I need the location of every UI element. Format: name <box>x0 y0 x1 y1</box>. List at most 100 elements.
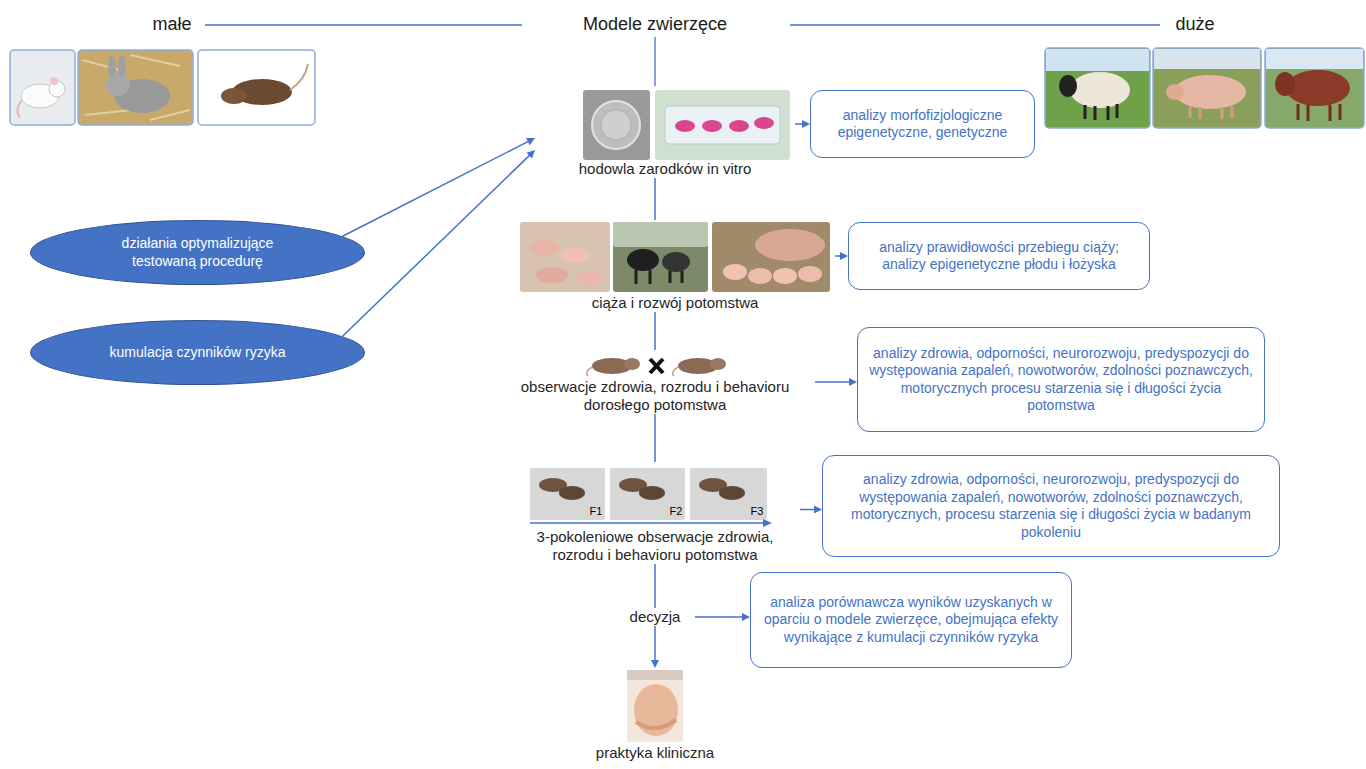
text-label: duże <box>1135 13 1255 35</box>
mouse-photo-part <box>10 50 75 125</box>
sheep-photo-part <box>1045 48 1150 128</box>
cow-photo-part <box>1298 104 1340 121</box>
rabbit-photo-part <box>106 72 130 96</box>
mouse-photo-part <box>50 77 58 85</box>
embryo-dish-photo-part <box>583 90 650 160</box>
analysis-box: analizy zdrowia, odporności, neurorozwoj… <box>857 327 1265 432</box>
mice-cross-part <box>587 367 592 376</box>
pregnancy-photo-part <box>634 684 678 736</box>
pig-photo-part <box>1190 106 1232 119</box>
connector <box>835 252 848 260</box>
connector <box>655 178 656 220</box>
culture-plate-photo-part <box>702 120 722 132</box>
generation-photos-part <box>639 486 665 500</box>
lambs-photo-part <box>613 222 708 292</box>
header-rule-part <box>790 24 1160 25</box>
culture-plate-photo-part <box>655 90 790 160</box>
newborn-photo-part <box>536 267 568 283</box>
arrow-head <box>526 150 535 158</box>
stage-node: obserwacje zdrowia, rozrodu i behavioru … <box>495 350 815 414</box>
cow-photo-part <box>1265 48 1364 128</box>
node-text: kumulacja czynników ryzyka <box>110 344 286 362</box>
analysis-box: analizy morfofizjologiczne epigenetyczne… <box>810 90 1035 158</box>
stage-node: decyzja <box>615 608 695 626</box>
embryo-dish-photo-part <box>601 110 631 140</box>
arrow-head <box>814 506 822 514</box>
stage-caption: decyzja <box>615 608 695 626</box>
lambs-photo-part <box>627 249 659 271</box>
rat-photo-part <box>221 88 247 104</box>
pregnancy-photo-part <box>627 670 683 680</box>
stage-caption: praktyka kliniczna <box>575 744 735 762</box>
pregnancy-photo <box>627 670 683 742</box>
connector <box>343 150 535 336</box>
newborn-photo <box>520 222 610 292</box>
sheep-photo-part <box>1046 49 1149 71</box>
pig-photo-part <box>1153 48 1261 128</box>
text-label: małe <box>112 13 232 35</box>
text-label: F1 <box>536 505 656 518</box>
connector <box>815 378 857 386</box>
pregnancy-photo-part <box>636 720 676 728</box>
connector-line <box>654 178 656 220</box>
sheep-photo-part <box>1059 75 1077 97</box>
generation-arrow-part <box>530 522 764 524</box>
connector-line <box>815 381 850 383</box>
mice-cross-part <box>710 358 726 370</box>
node-text: analizy morfofizjologiczne epigenetyczne… <box>821 107 1024 142</box>
mice-cross-part <box>624 358 640 370</box>
node-text: działania optymalizujące testowaną proce… <box>93 235 303 270</box>
stage-node: 3-pokoleniowe obserwacje zdrowia, rozrod… <box>510 462 800 564</box>
connector-line <box>654 626 656 661</box>
pig-photo-part <box>1174 75 1246 109</box>
cow-photo <box>1265 48 1364 128</box>
connector-line <box>654 312 656 350</box>
rabbit-photo-part <box>82 55 190 120</box>
rat-photo-part <box>290 64 308 90</box>
connector <box>655 312 656 350</box>
rat-photo-part <box>198 50 315 125</box>
lambs-photo-part <box>636 270 682 284</box>
arrow-head <box>651 660 659 668</box>
factor-ellipse: działania optymalizujące testowaną proce… <box>30 220 365 285</box>
newborn-photo-part <box>530 240 560 256</box>
stage-node: hodowla zarodków in vitro <box>535 88 795 178</box>
arrow-head <box>742 613 750 621</box>
lambs-photo <box>613 222 708 292</box>
stage-caption: obserwacje zdrowia, rozrodu i behavioru … <box>495 378 815 414</box>
culture-plate-photo-part <box>675 120 695 132</box>
connector-line <box>795 123 803 125</box>
culture-plate-photo-part <box>665 106 780 144</box>
mice-cross-part <box>673 367 678 376</box>
analysis-box: analizy zdrowia, odporności, neurorozwoj… <box>822 455 1280 557</box>
mouse-photo <box>10 50 75 125</box>
newborn-photo-part <box>578 271 602 285</box>
generation-photos-part <box>719 486 745 500</box>
node-text: analizy zdrowia, odporności, neurorozwoj… <box>833 471 1269 541</box>
connector <box>655 564 656 608</box>
rabbit-photo-part <box>78 50 193 125</box>
node-text: analizy zdrowia, odporności, neurorozwoj… <box>868 345 1254 415</box>
diagram-title: Modele zwierzęce <box>505 13 805 35</box>
piglets-photo-part <box>723 264 747 280</box>
generation-photos-part <box>559 486 585 500</box>
arrow-head <box>802 120 810 128</box>
generation-photos <box>530 468 767 520</box>
pig-photo-part <box>1154 49 1260 69</box>
culture-plate-photo-part <box>729 120 749 132</box>
pig-photo-part <box>1166 84 1184 100</box>
header-rule-part <box>205 24 522 25</box>
stage-caption: hodowla zarodków in vitro <box>535 160 795 178</box>
newborn-photo-part <box>520 222 610 292</box>
header-rule-part <box>654 37 655 86</box>
connector <box>695 613 750 621</box>
text-label: F3 <box>697 505 817 518</box>
sheep-photo <box>1045 48 1150 128</box>
analysis-box: analizy prawidłowości przebiegu ciąży; a… <box>848 222 1150 290</box>
arrow-head <box>849 378 857 386</box>
factor-ellipse: kumulacja czynników ryzyka <box>30 320 365 385</box>
lambs-photo-part <box>613 222 708 247</box>
piglets-photo-part <box>712 222 830 292</box>
piglets-photo-part <box>755 229 825 261</box>
